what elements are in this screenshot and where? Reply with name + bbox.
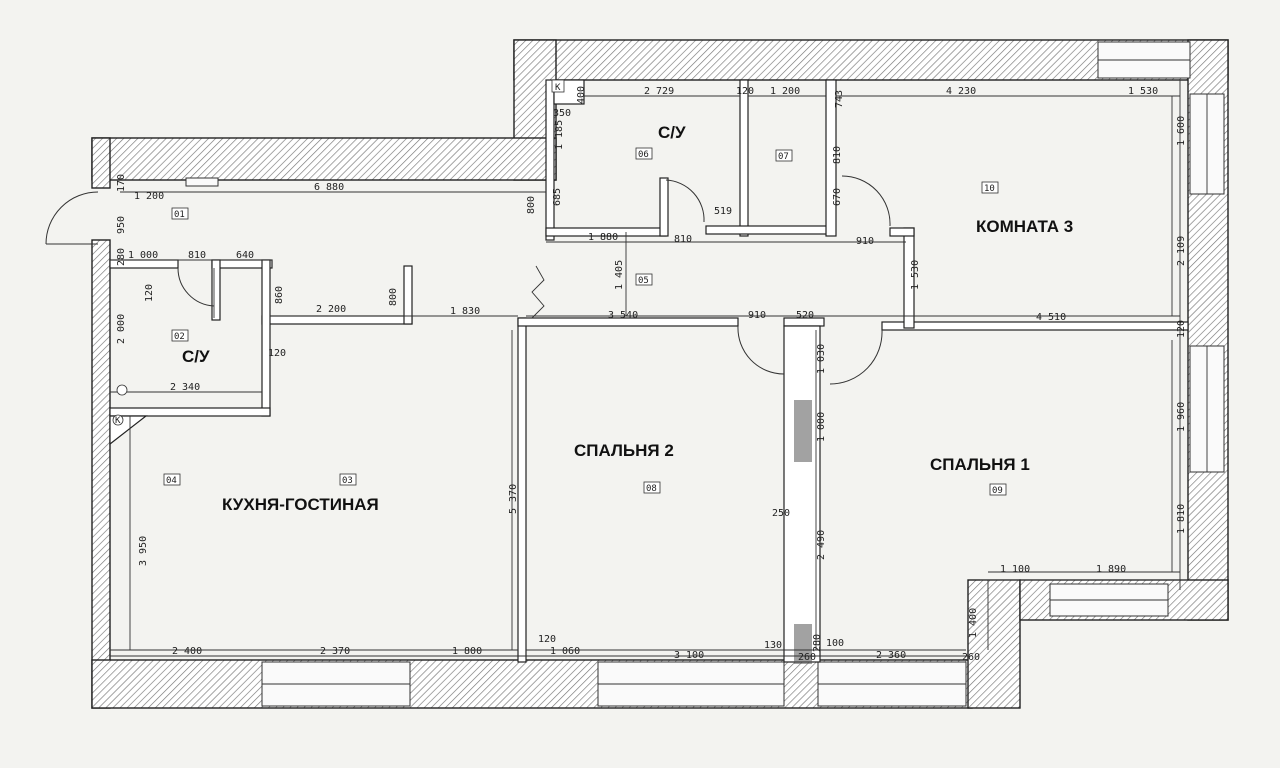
- dim-1000: 1 000: [128, 250, 158, 261]
- room-number-07: 07: [778, 152, 789, 162]
- dim-4510: 4 510: [1036, 312, 1066, 323]
- dimension-lines: [110, 95, 1180, 651]
- dim-2340: 2 340: [170, 382, 200, 393]
- room-label-bath-top: С/У: [658, 123, 686, 142]
- dim-120-bath-v: 120: [144, 284, 155, 302]
- dim-260-right: 260: [962, 652, 980, 663]
- dim-519: 519: [714, 206, 732, 217]
- dim-120-top: 120: [736, 86, 754, 97]
- room-number-10: 10: [984, 184, 995, 194]
- dim-2109: 2 109: [1176, 236, 1187, 266]
- dim-400: 400: [576, 86, 587, 104]
- dim-1200-top: 1 200: [770, 86, 800, 97]
- dim-120-bottom: 120: [538, 634, 556, 645]
- dim-670: 670: [832, 188, 843, 206]
- dim-1530-top: 1 530: [1128, 86, 1158, 97]
- dim-130: 130: [764, 640, 782, 651]
- dim-1405: 1 405: [614, 260, 625, 290]
- dim-5370: 5 370: [508, 484, 519, 514]
- dim-120-bath-h: 120: [268, 348, 286, 359]
- dim-743: 743: [834, 90, 845, 108]
- dim-4230: 4 230: [946, 86, 976, 97]
- room-number-09: 09: [992, 486, 1003, 496]
- room-number-02: 02: [174, 332, 185, 342]
- dimension-texts: 2 729 120 1 200 4 230 1 530 743 400 350 …: [116, 86, 1187, 663]
- dim-1960: 1 960: [1176, 402, 1187, 432]
- dim-3950: 3 950: [138, 536, 149, 566]
- dim-950: 950: [116, 216, 127, 234]
- dim-350: 350: [553, 108, 571, 119]
- dim-1185: 1 185: [554, 120, 565, 150]
- room-label-kitchen: КУХНЯ-ГОСТИНАЯ: [222, 495, 379, 514]
- dim-6880: 6 880: [314, 182, 344, 193]
- dim-280-bottom: 280: [812, 634, 823, 652]
- dim-170: 170: [116, 174, 127, 192]
- dim-1600: 1 600: [1176, 116, 1187, 146]
- interior-partitions: [109, 79, 1189, 664]
- dim-1880: 1 880: [588, 232, 618, 243]
- riser-marks: K K: [112, 79, 565, 426]
- dim-1030: 1 030: [816, 344, 827, 374]
- dim-685: 685: [552, 188, 563, 206]
- doors: [45, 175, 891, 385]
- dim-2200: 2 200: [316, 304, 346, 315]
- dim-810-bath: 810: [188, 250, 206, 261]
- windows: [185, 41, 1225, 707]
- room-label-bedroom2: СПАЛЬНЯ 2: [574, 441, 674, 460]
- dim-2729: 2 729: [644, 86, 674, 97]
- riser-mark-top: K: [555, 83, 561, 93]
- dim-1830: 1 830: [450, 306, 480, 317]
- dim-910-hall: 910: [856, 236, 874, 247]
- dim-2400: 2 400: [172, 646, 202, 657]
- dim-810-vert: 810: [832, 146, 843, 164]
- dim-1100: 1 100: [1000, 564, 1030, 575]
- dim-3100: 3 100: [674, 650, 704, 661]
- dim-2360: 2 360: [876, 650, 906, 661]
- dim-1060: 1 060: [550, 646, 580, 657]
- room-labels: С/У С/У КОМНАТА 3 СПАЛЬНЯ 2 СПАЛЬНЯ 1 КУ…: [182, 123, 1073, 514]
- window-top-corridor: [185, 177, 219, 187]
- dim-910-door: 910: [748, 310, 766, 321]
- dim-640: 640: [236, 250, 254, 261]
- dim-2370: 2 370: [320, 646, 350, 657]
- dim-1810: 1 810: [1176, 504, 1187, 534]
- room-label-bedroom1: СПАЛЬНЯ 1: [930, 455, 1030, 474]
- dim-800-left: 800: [526, 196, 537, 214]
- room-number-04: 04: [166, 476, 177, 486]
- dim-800-corridor: 800: [388, 288, 399, 306]
- dim-260-bottom: 260: [798, 652, 816, 663]
- room-label-bath-left: С/У: [182, 347, 210, 366]
- dim-1000-wall: 1 000: [816, 412, 827, 442]
- room-number-05: 05: [638, 276, 649, 286]
- dim-860: 860: [274, 286, 285, 304]
- dim-2000: 2 000: [116, 314, 127, 344]
- dim-2490: 2 490: [816, 530, 827, 560]
- room-number-01: 01: [174, 210, 185, 220]
- room-number-03: 03: [342, 476, 353, 486]
- dim-250: 250: [772, 508, 790, 519]
- dim-280: 280: [116, 248, 127, 266]
- dim-1800: 1 800: [452, 646, 482, 657]
- room-label-room3: КОМНАТА 3: [976, 217, 1073, 236]
- dim-1400: 1 400: [968, 608, 979, 638]
- dim-520: 520: [796, 310, 814, 321]
- dim-100: 100: [826, 638, 844, 649]
- riser-mark-left: K: [115, 416, 121, 426]
- dim-3540: 3 540: [608, 310, 638, 321]
- dim-1530-vert: 1 530: [910, 260, 921, 290]
- dim-1200-corridor: 1 200: [134, 191, 164, 202]
- dim-1890: 1 890: [1096, 564, 1126, 575]
- room-number-06: 06: [638, 150, 649, 160]
- room-number-boxes: 01 02 03 04 05 06 07 08 09 10: [163, 147, 1007, 496]
- room-number-08: 08: [646, 484, 657, 494]
- dim-810-hall: 810: [674, 234, 692, 245]
- dim-120-right: 120: [1176, 320, 1187, 338]
